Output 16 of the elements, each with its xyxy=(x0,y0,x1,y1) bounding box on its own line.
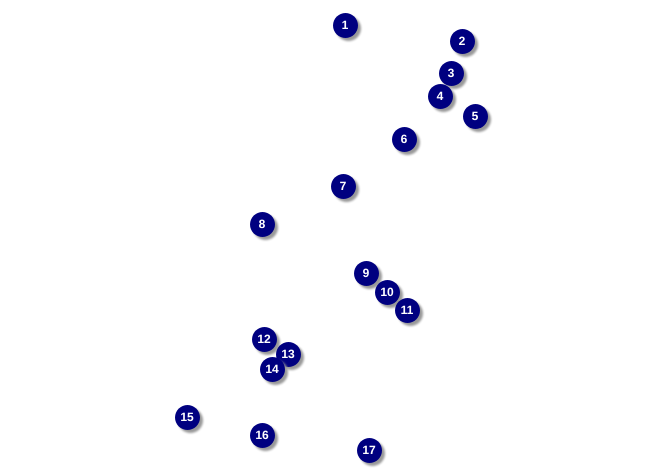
callout-number: 5 xyxy=(462,104,488,128)
callout-number: 14 xyxy=(260,356,284,382)
callout-number: 8 xyxy=(250,212,274,236)
callout-number: 4 xyxy=(428,84,452,108)
callout-number: 6 xyxy=(392,126,416,152)
callout-number: 1 xyxy=(332,12,358,38)
callout-number: 15 xyxy=(174,404,200,430)
callout-number: 12 xyxy=(252,326,276,352)
callout-number: 10 xyxy=(374,280,400,304)
callout-number: 7 xyxy=(330,174,356,198)
callout-number: 11 xyxy=(394,298,420,322)
callout-number: 16 xyxy=(250,422,274,448)
callout-number: 2 xyxy=(450,28,474,54)
callout-number: 9 xyxy=(354,260,378,286)
callout-number: 17 xyxy=(356,438,382,462)
callout-number: 3 xyxy=(438,60,464,86)
